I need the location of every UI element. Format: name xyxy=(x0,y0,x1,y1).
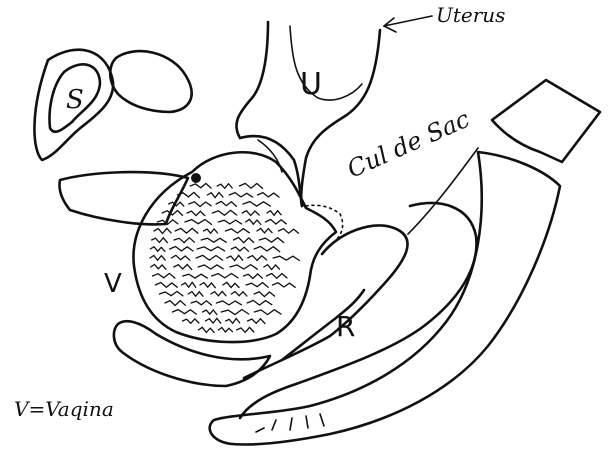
mass-squiggle xyxy=(244,274,263,279)
mass-squiggle xyxy=(254,292,274,297)
mass-squiggle xyxy=(267,211,281,216)
mass-squiggle xyxy=(246,283,268,288)
mass-squiggle xyxy=(165,301,186,306)
mass-squiggle xyxy=(267,274,288,279)
mass-squiggle xyxy=(211,291,226,295)
mass-squiggle xyxy=(239,183,262,188)
mass-squiggle xyxy=(190,184,211,189)
mass-squiggle xyxy=(153,273,176,278)
mass-squiggle xyxy=(273,256,299,260)
mass-squiggle xyxy=(183,274,208,278)
mass-dot xyxy=(191,173,201,183)
mass-squiggle xyxy=(174,265,192,270)
mass-squiggle xyxy=(246,219,261,224)
mass-squiggle xyxy=(187,211,205,216)
mass-squiggle xyxy=(254,247,280,252)
mass-squiggle xyxy=(203,310,217,315)
mass-squiggle xyxy=(207,193,223,198)
mass-squiggle xyxy=(243,202,270,207)
mass-squiggle xyxy=(217,301,242,305)
mass-squiggle xyxy=(218,328,232,333)
rectum-letter: R xyxy=(336,310,355,343)
mass-squiggle xyxy=(230,265,258,270)
mass-squiggle xyxy=(264,265,280,270)
mass-squiggle xyxy=(223,282,239,287)
mass-squiggle xyxy=(189,202,211,207)
mass-squiggle xyxy=(175,228,198,233)
mass-squiggle xyxy=(150,247,165,252)
mass-squiggle xyxy=(265,219,286,224)
mass-squiggle xyxy=(170,247,194,252)
bladder-letter: S xyxy=(66,85,84,115)
legend-label: V=Vaqina xyxy=(14,397,114,421)
mass-squiggle xyxy=(172,310,196,315)
uterus-letter: U xyxy=(300,67,322,102)
mass-squiggle xyxy=(197,247,224,251)
mass-squiggle xyxy=(229,193,252,198)
mass-squiggle xyxy=(218,220,241,224)
mass-squiggle xyxy=(221,310,249,315)
mass-squiggle xyxy=(171,255,190,260)
mass-squiggle xyxy=(248,256,267,261)
mass-squiggle xyxy=(272,283,295,288)
mass-squiggle xyxy=(254,310,281,315)
mass-squiggle xyxy=(191,301,212,305)
mass-squiggle xyxy=(259,238,284,243)
mass-squiggle xyxy=(248,319,265,324)
mass-squiggle xyxy=(204,229,218,233)
mass-squiggle xyxy=(237,327,254,332)
mass-squiggle xyxy=(258,193,280,198)
mass-squiggle xyxy=(151,265,166,270)
mass-squiggle xyxy=(174,238,194,243)
mass-squiggle xyxy=(198,327,214,332)
pubic-bone-lower xyxy=(59,172,188,224)
mass-squiggle xyxy=(198,265,223,269)
cul-de-sac-label: Cul de Sac xyxy=(343,105,474,184)
mass-squiggle xyxy=(159,292,183,296)
mass-squiggle xyxy=(279,229,299,234)
mass-squiggle xyxy=(152,238,168,243)
mass-squiggle xyxy=(212,210,237,215)
mass-squiggle xyxy=(247,300,272,305)
mass-squiggle xyxy=(216,201,236,206)
mass-squiggle xyxy=(205,318,220,323)
mass-squiggle xyxy=(234,237,254,242)
vagina-letter: V xyxy=(104,269,122,299)
mass-squiggle xyxy=(212,274,238,278)
mass-squiggle xyxy=(201,238,226,242)
mass-squiggle xyxy=(231,247,248,251)
mass-squiggle xyxy=(226,319,240,324)
mass-squiggle xyxy=(155,283,177,288)
mass-squiggle xyxy=(242,211,259,216)
mass-squiggle xyxy=(257,228,272,233)
mass-squiggle xyxy=(200,283,215,288)
mass-squiggle xyxy=(182,282,196,287)
symphysis-outline xyxy=(34,50,191,160)
mass-squiggle xyxy=(188,292,203,297)
mass-squiggle xyxy=(227,255,243,260)
mass-squiggle xyxy=(217,184,232,189)
mass-squiggle xyxy=(225,229,249,233)
mass-squiggle xyxy=(185,220,212,225)
uterus-arrow xyxy=(384,16,432,32)
mass-squiggle xyxy=(196,255,223,260)
mass-squiggle xyxy=(231,292,247,296)
mass-squiggle xyxy=(154,228,171,233)
uterus-label: Uterus xyxy=(436,3,505,27)
mass-squiggle xyxy=(150,256,165,261)
mass-squiggle xyxy=(183,319,199,323)
